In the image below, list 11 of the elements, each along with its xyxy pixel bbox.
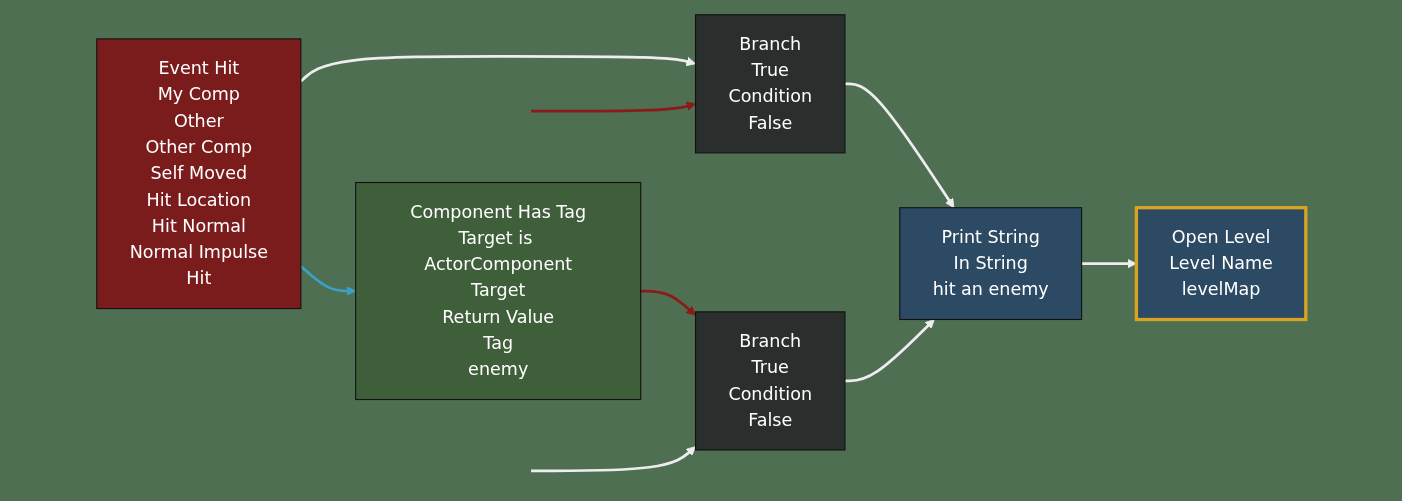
node-box: Print String In String hit an enemy — [898, 206, 1082, 320]
arrow — [640, 289, 696, 316]
arrow — [530, 101, 696, 113]
arrow — [844, 81, 955, 208]
node-box: Component Has Tag Target is ActorComponent Target Return Value Tag enemy — [354, 181, 641, 400]
node-box: Branch True Condition False — [694, 310, 846, 450]
node-box: Open Level Level Name levelMap — [1134, 205, 1308, 321]
arrow — [530, 445, 696, 472]
arrow — [844, 318, 935, 382]
node-box: Branch True Condition False — [694, 13, 846, 153]
node-box: Event Hit My Comp Other Other Comp Self Moved Hit Location Hit Normal Normal Impulse Hit — [95, 37, 302, 309]
